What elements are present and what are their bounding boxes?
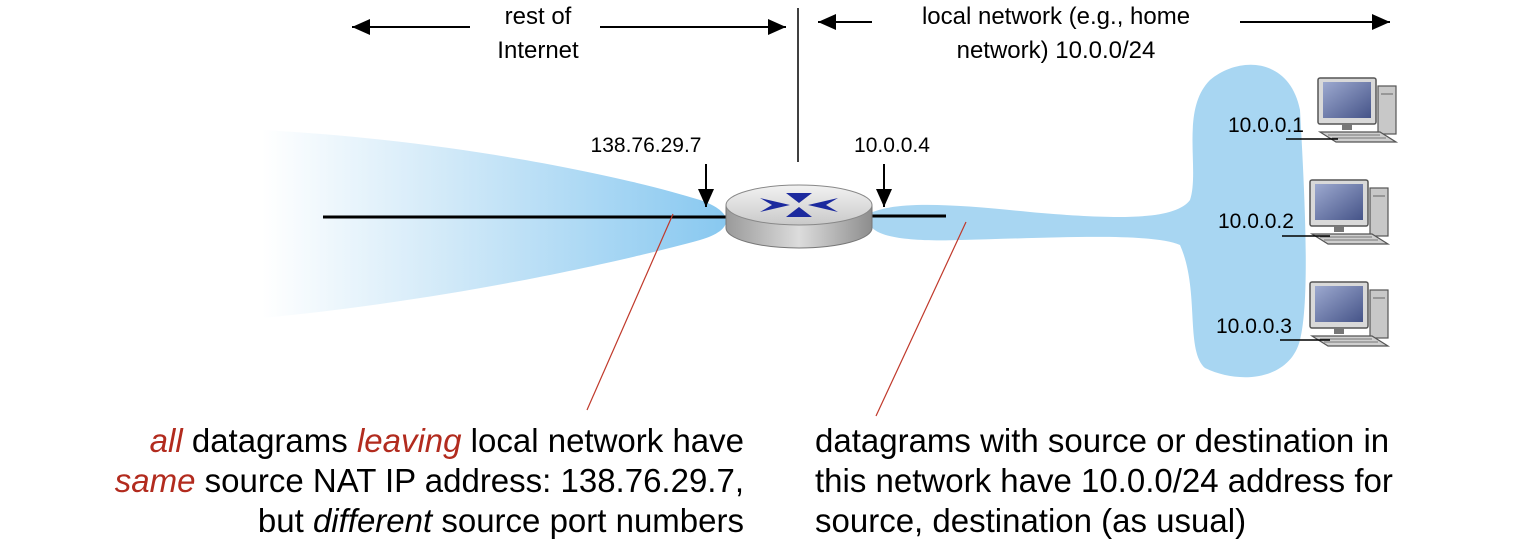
computer-icon [1309,281,1389,347]
host-1: 10.0.0.1 [1228,77,1397,143]
host-1-ip: 10.0.0.1 [1228,114,1304,137]
internet-cloud [262,130,727,318]
right-annotation-line [875,221,967,417]
router-arrows-icon [760,193,838,217]
host-3-ip: 10.0.0.3 [1216,315,1292,338]
internet-label-line1: rest of [505,3,572,30]
left-caption-line2: same source NAT IP address: 138.76.29.7, [115,462,744,499]
internet-label-line2: Internet [497,37,579,64]
public-ip-label: 138.76.29.7 [591,134,702,157]
right-caption-line2: this network have 10.0.0/24 address for [815,462,1393,499]
host-3: 10.0.0.3 [1216,281,1389,347]
left-annotation-line [586,213,674,411]
local-network-cloud [870,64,1306,378]
host-2-ip: 10.0.0.2 [1218,210,1294,233]
right-caption-line3: source, destination (as usual) [815,502,1246,539]
nat-router [725,184,873,249]
computer-icon [1309,179,1389,245]
left-caption: all datagrams leaving local network have… [115,422,744,539]
left-caption-line3: but different source port numbers [258,502,744,539]
left-caption-line1: all datagrams leaving local network have [150,422,744,459]
local-network-label-line1: local network (e.g., home [922,3,1190,30]
computer-icon [1317,77,1397,143]
private-ip-label: 10.0.0.4 [854,134,930,157]
host-2: 10.0.0.2 [1218,179,1389,245]
right-caption-line1: datagrams with source or destination in [815,422,1389,459]
local-network-label-line2: network) 10.0.0/24 [957,37,1156,64]
right-caption: datagrams with source or destination in … [815,422,1393,539]
